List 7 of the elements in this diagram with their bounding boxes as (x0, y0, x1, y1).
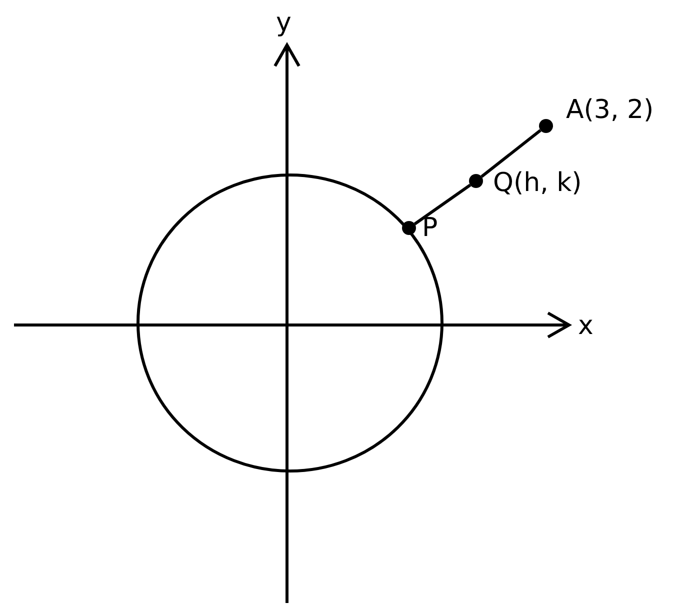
axis-label: x (578, 313, 594, 339)
axis-label: y (276, 10, 292, 36)
point-label: A(3, 2) (566, 97, 654, 123)
line-segment (414, 184, 472, 226)
point-label: P (422, 215, 438, 241)
point-label: Q(h, k) (493, 170, 582, 196)
line-segment (480, 129, 542, 178)
